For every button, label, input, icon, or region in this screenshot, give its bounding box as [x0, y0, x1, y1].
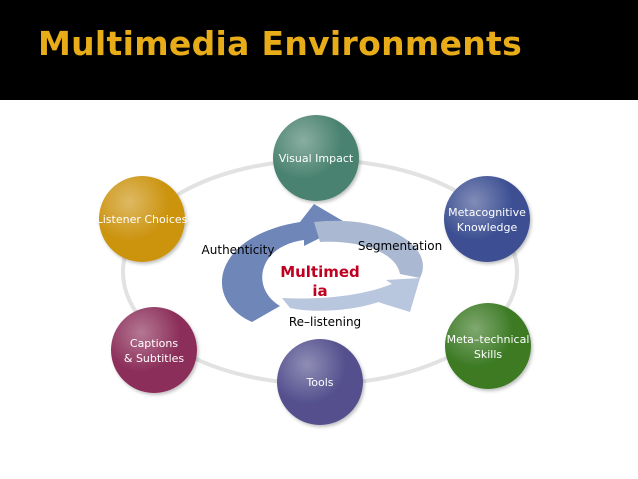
center-label-line1: Multimed	[280, 263, 360, 281]
node-label-line2: & Subtitles	[124, 352, 185, 365]
node-listener-choices: Listener Choices	[97, 176, 188, 262]
node-visual-impact: Visual Impact	[273, 115, 359, 201]
center-label-line2: ia	[312, 282, 327, 300]
label-authenticity: Authenticity	[202, 243, 275, 257]
node-label-line1: Metacognitive	[448, 206, 526, 219]
label-segmentation: Segmentation	[358, 239, 442, 253]
node-label: Tools	[305, 376, 333, 389]
node-label-line1: Captions	[130, 337, 178, 350]
node-label: Listener Choices	[97, 213, 188, 226]
node-label: Visual Impact	[279, 152, 354, 165]
node-captions-subtitles: Captions & Subtitles	[111, 307, 197, 393]
title-bar: Multimedia Environments	[0, 0, 638, 100]
node-label-line1: Meta–technical	[447, 333, 530, 346]
node-metacognitive-knowledge: Metacognitive Knowledge	[444, 176, 530, 262]
center-cycle-arrows	[221, 204, 423, 322]
node-meta-technical-skills: Meta–technical Skills	[445, 303, 531, 389]
node-label-line2: Knowledge	[457, 221, 518, 234]
arrow-authenticity	[221, 204, 348, 322]
arrow-relistening	[282, 278, 420, 312]
node-tools: Tools	[277, 339, 363, 425]
slide-title: Multimedia Environments	[38, 24, 523, 63]
arrow-segmentation	[314, 220, 423, 278]
node-label-line2: Skills	[474, 348, 503, 361]
label-relistening: Re–listening	[289, 315, 361, 329]
